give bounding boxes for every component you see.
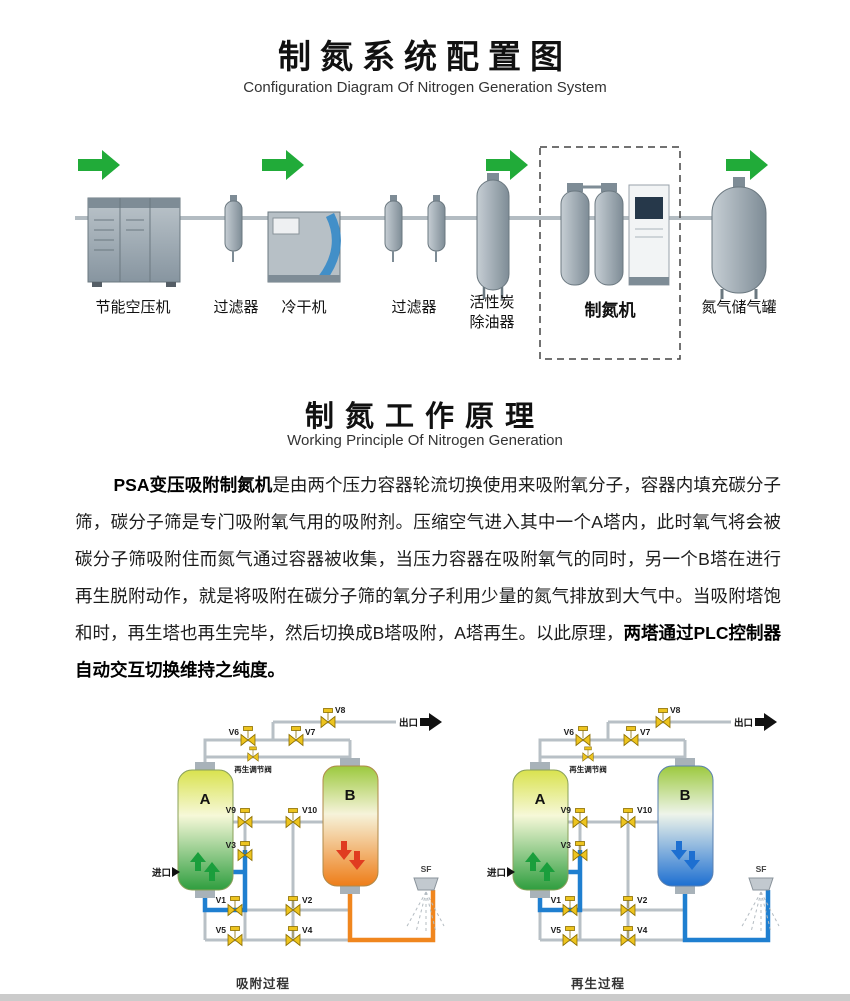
tower-a-label: A <box>535 791 546 808</box>
valve-icon-v8 <box>655 708 671 728</box>
outlet-arrow-icon <box>755 713 777 731</box>
equipment-label-filter1: 过滤器 <box>213 299 259 316</box>
tower-a: A <box>512 762 569 898</box>
valve-label-v9: V9 <box>226 805 237 815</box>
dryer-image <box>267 211 341 283</box>
exhaust-path-blue <box>682 890 771 943</box>
valve-icon-v8 <box>320 708 336 728</box>
tower-b-label: B <box>345 787 356 804</box>
valve-icon-regen <box>247 746 259 762</box>
valve-label-v7: V7 <box>305 727 316 737</box>
diagram-caption-regeneration: 再生过程 <box>571 976 625 991</box>
valve-label-v2: V2 <box>302 895 313 905</box>
filter-image <box>427 195 446 262</box>
principle-paragraph: PSA变压吸附制氮机是由两个压力容器轮流切换使用来吸附氧分子，容器内填充碳分子筛… <box>75 467 781 689</box>
valve-icon-v5 <box>227 926 243 946</box>
silencer: SF <box>740 864 780 934</box>
valve-icon-regen <box>582 746 594 762</box>
sf-label: SF <box>756 864 767 874</box>
valve-icon-v7 <box>623 726 639 746</box>
psa-diagram-regeneration: A B V6 V7 V8 再生调节阀 V9 V10 V3 V1 V2 V5 V4… <box>487 705 780 991</box>
regen-valve-label: 再生调节阀 <box>569 764 607 774</box>
valve-label-v1: V1 <box>216 895 227 905</box>
flow-direction-arrows <box>78 150 768 180</box>
section-subtitle: Working Principle Of Nitrogen Generation <box>287 432 563 449</box>
valve-label-v4: V4 <box>637 925 648 935</box>
equipment-label-nitrogen-generator: 制氮机 <box>584 301 636 320</box>
compressor-image <box>87 197 181 287</box>
valve-label-v8: V8 <box>335 705 346 715</box>
page-title: 制氮系统配置图 <box>278 38 572 75</box>
tower-a-label: A <box>200 791 211 808</box>
valve-icon-v5 <box>562 926 578 946</box>
diagram-caption-adsorption: 吸附过程 <box>236 976 290 991</box>
equipment-label-carbon-line1: 活性炭 <box>469 294 515 311</box>
inlet-label: 进口 <box>487 867 506 879</box>
silencer: SF <box>405 864 445 934</box>
outlet-label: 出口 <box>399 717 418 729</box>
equipment-flow-diagram <box>75 146 768 360</box>
valve-label-v3: V3 <box>561 840 572 850</box>
inlet-arrow-icon <box>507 867 515 877</box>
carbon-filter-image <box>476 173 510 299</box>
equipment-label-storage-tank: 氮气储气罐 <box>701 299 777 316</box>
equipment-label-dryer: 冷干机 <box>281 299 327 316</box>
valve-label-v9: V9 <box>561 805 572 815</box>
valve-label-v7: V7 <box>640 727 651 737</box>
equipment-label-carbon-line2: 除油器 <box>469 314 515 331</box>
exhaust-path-orange <box>347 890 436 943</box>
storage-tank-image <box>711 177 767 299</box>
valve-label-v10: V10 <box>637 805 652 815</box>
valve-label-v10: V10 <box>302 805 317 815</box>
inlet-arrow-icon <box>172 867 180 877</box>
tower-b-label: B <box>680 787 691 804</box>
silencer-nozzle-icon <box>748 877 774 891</box>
valve-label-v5: V5 <box>551 925 562 935</box>
outlet-arrow-icon <box>420 713 442 731</box>
filter-image <box>224 195 243 262</box>
outlet-label: 出口 <box>734 717 753 729</box>
nitrogen-generator-image <box>539 146 681 360</box>
regen-valve-label: 再生调节阀 <box>234 764 272 774</box>
principle-body-text: 是由两个压力容器轮流切换使用来吸附氧分子，容器内填充碳分子筛，碳分子筛是专门吸附… <box>75 475 782 643</box>
valve-icon-v1 <box>562 896 578 916</box>
valve-icon-v7 <box>288 726 304 746</box>
equipment-label-compressor: 节能空压机 <box>95 299 171 316</box>
valve-label-v1: V1 <box>551 895 562 905</box>
valve-label-v5: V5 <box>216 925 227 935</box>
valve-icon-v4 <box>285 926 301 946</box>
spray-lines <box>740 891 780 934</box>
page-bottom-edge <box>0 994 850 1001</box>
section-title: 制氮工作原理 <box>304 401 545 433</box>
green-arrow-icon <box>78 150 120 180</box>
page-subtitle: Configuration Diagram Of Nitrogen Genera… <box>243 79 607 96</box>
green-arrow-icon <box>726 150 768 180</box>
silencer-nozzle-icon <box>413 877 439 891</box>
valve-label-v8: V8 <box>670 705 681 715</box>
equipment-label-filter2: 过滤器 <box>391 299 437 316</box>
valve-label-v3: V3 <box>226 840 237 850</box>
principle-tail-bold: 两塔通过PLC控制器自动交互切换维持之纯度。 <box>75 623 782 680</box>
valve-icon-v6 <box>240 726 256 746</box>
valve-icon-v1 <box>227 896 243 916</box>
tower-a: A <box>177 762 234 898</box>
valve-label-v2: V2 <box>637 895 648 905</box>
sf-label: SF <box>421 864 432 874</box>
valve-label-v6: V6 <box>229 727 240 737</box>
inlet-label: 进口 <box>152 867 171 879</box>
tower-b: B <box>657 758 714 894</box>
valve-icon-v6 <box>575 726 591 746</box>
spray-lines <box>405 891 445 934</box>
valve-label-v4: V4 <box>302 925 313 935</box>
tower-b: B <box>322 758 379 894</box>
valve-label-v6: V6 <box>564 727 575 737</box>
psa-diagram-adsorption: A B V6 V7 V8 再生调节阀 V9 V10 V3 V1 V2 V5 V4… <box>152 705 445 991</box>
green-arrow-icon <box>262 150 304 180</box>
principle-lead-bold: PSA变压吸附制氮机 <box>113 475 273 495</box>
filter-image <box>384 195 403 262</box>
valve-icon-v4 <box>620 926 636 946</box>
